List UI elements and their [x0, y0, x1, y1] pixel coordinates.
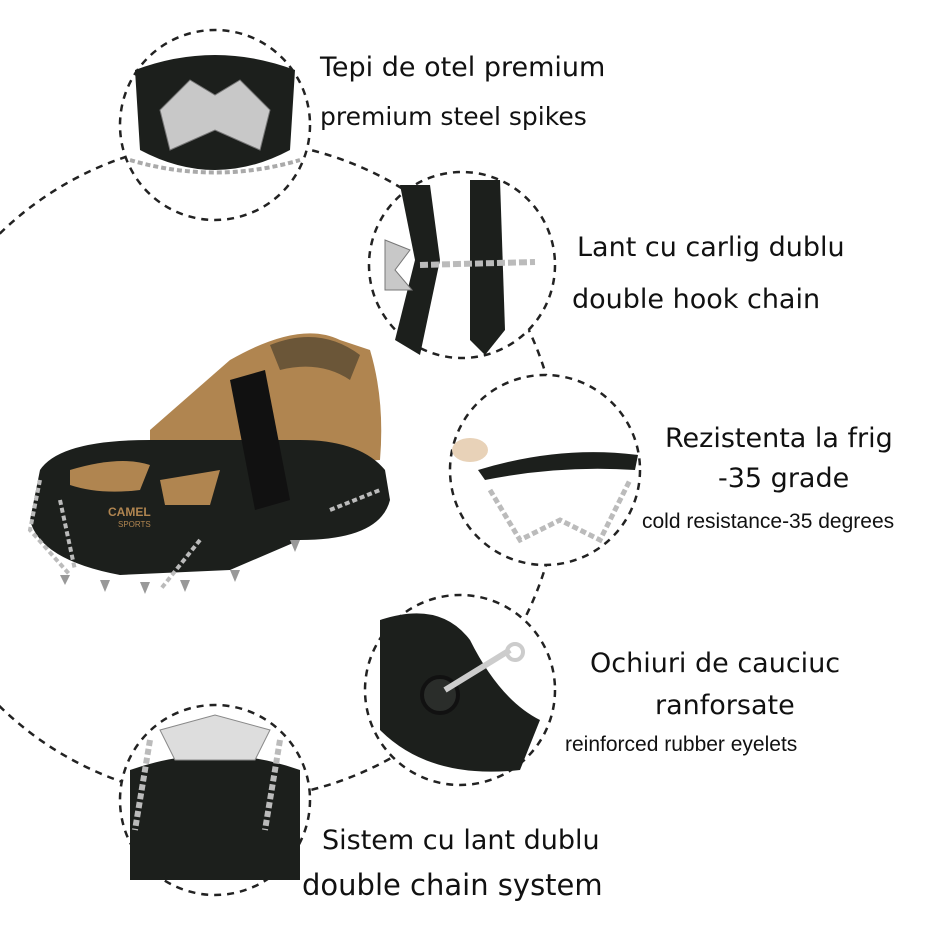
- feature-3-ro: Rezistenta la frig: [665, 423, 893, 454]
- feature-1-ro: Tepi de otel premium: [320, 52, 606, 83]
- feature-4-ro-2: ranforsate: [655, 690, 795, 721]
- feature-5-en: double chain system: [302, 868, 603, 902]
- feature-circle-hook-chain: [367, 170, 557, 360]
- feature-5-ro: Sistem cu lant dublu: [322, 825, 600, 856]
- feature-2-ro: Lant cu carlig dublu: [577, 232, 845, 263]
- feature-4-en: reinforced rubber eyelets: [565, 733, 798, 756]
- crampon-shoe-image: CAMEL SPORTS: [27, 333, 390, 594]
- feature-1-en: premium steel spikes: [320, 102, 587, 131]
- feature-4-ro: Ochiuri de cauciuc: [590, 648, 841, 679]
- feature-circle-spikes: [118, 28, 312, 222]
- feature-circle-cold-resistance: [448, 373, 642, 567]
- feature-circle-double-chain: [118, 703, 312, 897]
- brand-logo: CAMEL: [108, 505, 151, 519]
- feature-3-en: cold resistance-35 degrees: [642, 510, 895, 533]
- feature-circle-rubber-eyelets: [363, 593, 557, 787]
- feature-3-ro-2: -35 grade: [718, 463, 850, 494]
- svg-text:SPORTS: SPORTS: [118, 520, 151, 529]
- feature-2-en: double hook chain: [572, 284, 821, 315]
